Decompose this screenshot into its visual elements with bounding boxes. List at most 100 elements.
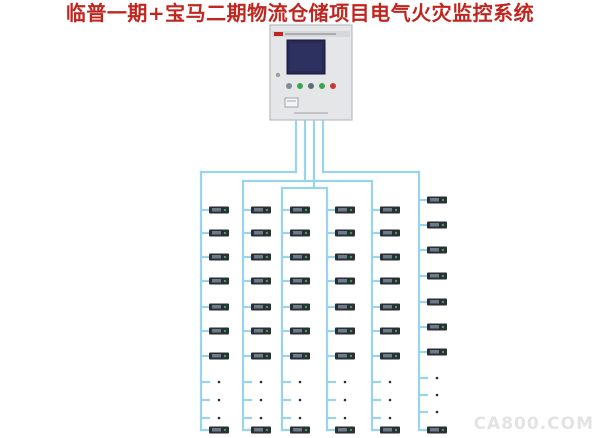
detector-led <box>349 354 353 358</box>
detector-module-icon <box>427 298 447 306</box>
detector-display <box>212 279 221 283</box>
ellipsis-dot <box>298 398 302 402</box>
detector-display <box>430 248 439 252</box>
detector-module-icon <box>335 206 355 214</box>
detector-module-icon <box>209 327 229 335</box>
detector-led <box>265 231 269 235</box>
detector-display <box>383 354 392 358</box>
printer-icon <box>284 97 299 108</box>
detector-display <box>338 354 347 358</box>
detector-led <box>349 279 353 283</box>
detector-display <box>212 305 221 309</box>
detector-led <box>265 279 269 283</box>
detector-led <box>441 223 445 227</box>
detector-module-icon <box>335 426 355 434</box>
detector-display <box>212 231 221 235</box>
detector-led <box>441 428 445 432</box>
detector-module-icon <box>209 303 229 311</box>
detector-led <box>394 231 398 235</box>
detector-led <box>349 329 353 333</box>
detector-display <box>293 354 302 358</box>
detector-display <box>338 305 347 309</box>
detector-module-icon <box>380 426 400 434</box>
detector-module-icon <box>290 352 310 360</box>
detector-module-icon <box>290 327 310 335</box>
detector-display <box>383 279 392 283</box>
detector-display <box>338 208 347 212</box>
detector-display <box>383 428 392 432</box>
detector-led <box>223 231 227 235</box>
ellipsis-dot <box>259 416 263 420</box>
detector-led <box>265 428 269 432</box>
detector-display <box>212 255 221 259</box>
detector-display <box>338 231 347 235</box>
detector-module-icon <box>427 196 447 204</box>
ellipsis-dot <box>217 416 221 420</box>
detector-led <box>349 208 353 212</box>
detector-module-icon <box>380 303 400 311</box>
detector-module-icon <box>251 229 271 237</box>
detector-led <box>441 325 445 329</box>
detector-display <box>293 208 302 212</box>
detector-led <box>223 354 227 358</box>
detector-display <box>212 354 221 358</box>
detector-module-icon <box>209 426 229 434</box>
detector-display <box>254 255 263 259</box>
detector-led <box>394 255 398 259</box>
detector-led <box>223 305 227 309</box>
ellipsis-dot <box>343 416 347 420</box>
detector-module-icon <box>335 327 355 335</box>
detector-display <box>430 350 439 354</box>
ellipsis-dot <box>217 398 221 402</box>
detector-module-icon <box>209 229 229 237</box>
detector-display <box>254 354 263 358</box>
detector-display <box>430 274 439 278</box>
detector-module-icon <box>380 352 400 360</box>
detector-display <box>383 231 392 235</box>
detector-module-icon <box>251 206 271 214</box>
detector-led <box>265 208 269 212</box>
detector-module-icon <box>380 327 400 335</box>
ellipsis-dot <box>435 410 439 414</box>
detector-module-icon <box>209 352 229 360</box>
detector-module-icon <box>335 229 355 237</box>
ellipsis-dot <box>298 380 302 384</box>
detector-module-icon <box>427 323 447 331</box>
detector-led <box>441 274 445 278</box>
detector-module-icon <box>290 229 310 237</box>
indicator-light-icon <box>319 83 325 89</box>
detector-display <box>293 255 302 259</box>
detector-led <box>265 255 269 259</box>
detector-led <box>441 248 445 252</box>
ellipsis-dot <box>388 380 392 384</box>
detector-module-icon <box>427 246 447 254</box>
detector-module-icon <box>427 348 447 356</box>
ellipsis-dot <box>217 380 221 384</box>
detector-led <box>349 231 353 235</box>
detector-module-icon <box>290 253 310 261</box>
detector-led <box>304 255 308 259</box>
detector-led <box>394 428 398 432</box>
detector-display <box>430 198 439 202</box>
detector-display <box>212 329 221 333</box>
detector-led <box>394 354 398 358</box>
detector-display <box>293 305 302 309</box>
indicator-light-icon <box>330 83 336 89</box>
detector-module-icon <box>290 426 310 434</box>
detector-display <box>254 279 263 283</box>
detector-display <box>293 329 302 333</box>
detector-module-icon <box>427 221 447 229</box>
detector-led <box>223 208 227 212</box>
detector-display <box>338 329 347 333</box>
detector-led <box>441 300 445 304</box>
detector-led <box>349 305 353 309</box>
detector-display <box>383 255 392 259</box>
detector-led <box>265 305 269 309</box>
detector-display <box>383 208 392 212</box>
detector-led <box>441 198 445 202</box>
detector-module-icon <box>335 277 355 285</box>
detector-module-icon <box>251 277 271 285</box>
detector-module-icon <box>380 277 400 285</box>
detector-display <box>293 231 302 235</box>
